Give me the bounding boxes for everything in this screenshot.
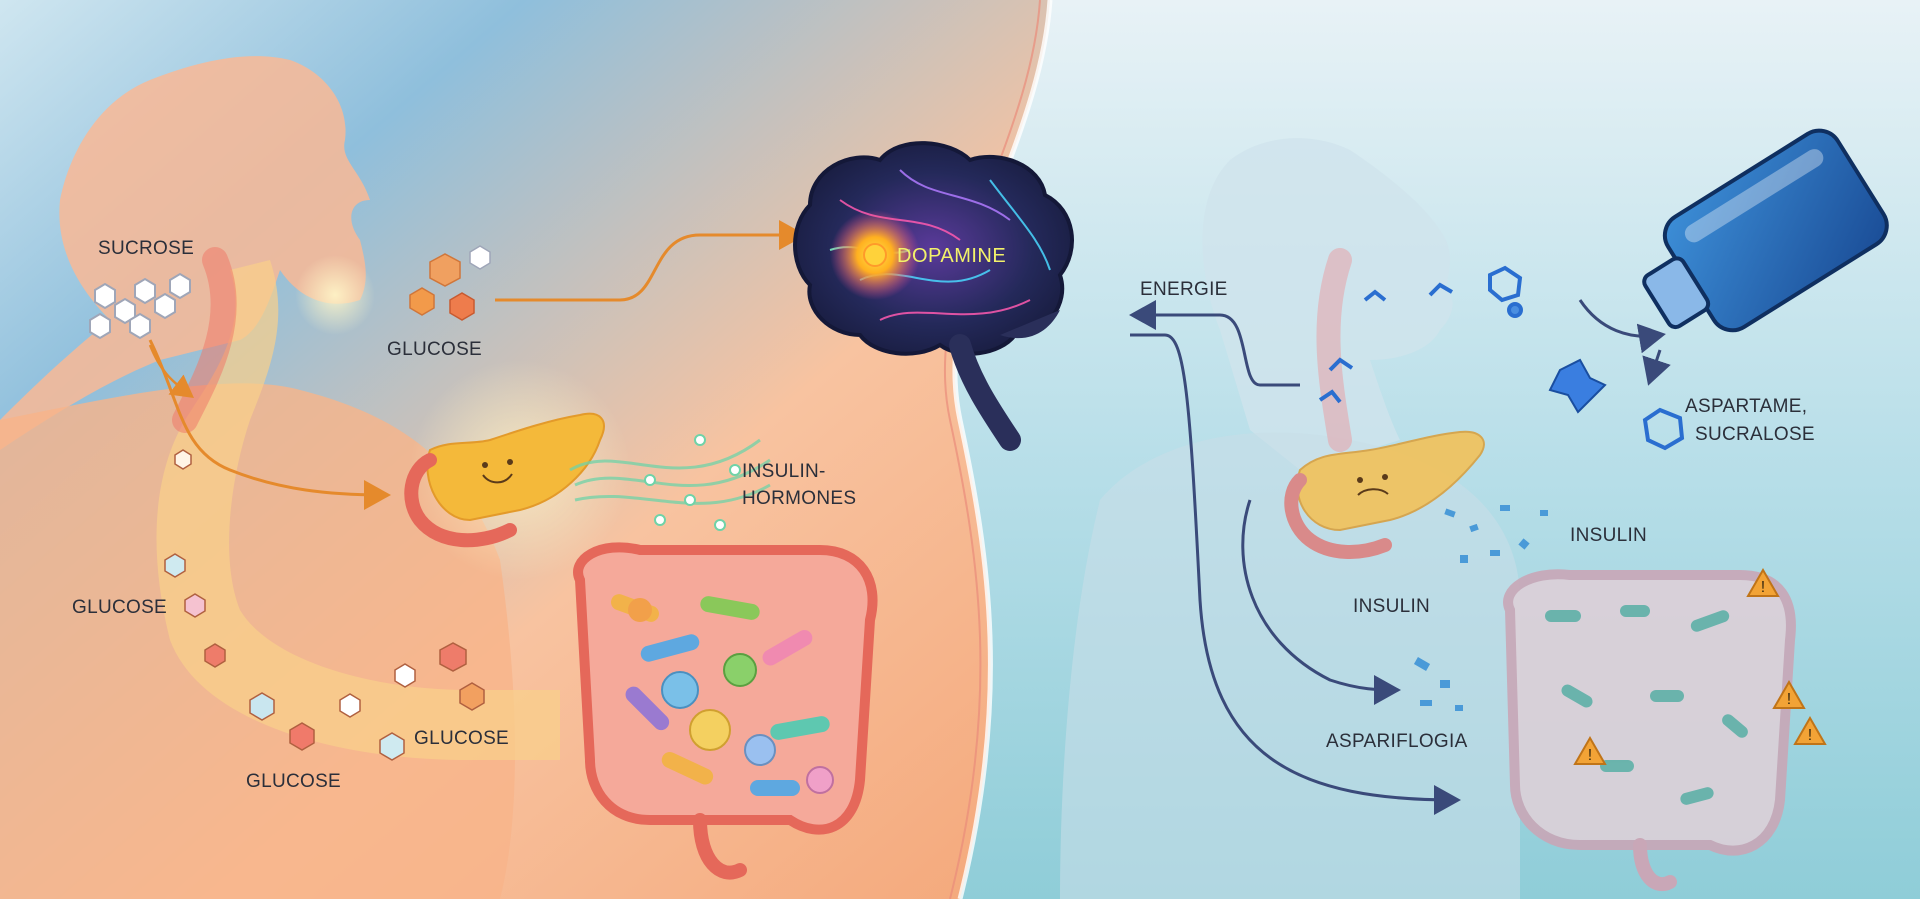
- panel-divider: [952, 0, 1053, 899]
- sweetener-bottle-icon: [1642, 128, 1889, 333]
- duodenum-left: [404, 453, 517, 548]
- right-body-silhouette: [1060, 432, 1520, 899]
- bottle-to-molecule-arrow: [1578, 299, 1666, 354]
- label-asparflogia: ASPARIFLOGIA: [1326, 731, 1468, 752]
- insulin-hormone-particles: [644, 434, 741, 531]
- glucose-cubes-mouth: [409, 245, 491, 321]
- throat-right: [1316, 248, 1352, 452]
- insulin-fragments: [1413, 505, 1548, 711]
- bottle-down-arrow: [1642, 349, 1671, 386]
- happy-face-icon: [482, 459, 513, 484]
- glucose-to-brain-arrow: [495, 220, 806, 302]
- label-sucrose: SUCROSE: [98, 238, 194, 259]
- throat: [172, 247, 237, 433]
- gut-bacteria-unhealthy: [1545, 605, 1748, 805]
- svg-text:!: !: [1787, 691, 1791, 708]
- sucrose-crystals: [89, 272, 191, 340]
- warning-triangle-icon: !: [1573, 735, 1607, 765]
- label-insulin-right: INSULIN: [1570, 525, 1647, 546]
- label-dopamine: DOPAMINE: [897, 245, 1006, 267]
- brain-to-gut-arrow: [1130, 333, 1461, 815]
- pancreas-happy: [426, 412, 605, 522]
- insulin-hormone-waves: [569, 438, 771, 505]
- warning-triangle-icon: !: [1793, 715, 1827, 745]
- sad-face-icon: [1357, 474, 1389, 496]
- label-energie: ENERGIE: [1140, 279, 1228, 300]
- mouth-glow: [295, 255, 375, 335]
- left-head-silhouette: [0, 56, 370, 450]
- gut-right: [1503, 569, 1796, 892]
- label-glucose-bottom: GLUCOSE: [246, 771, 341, 792]
- label-glucose-gut: GLUCOSE: [414, 728, 509, 749]
- label-sucralose: SUCRALOSE: [1695, 424, 1815, 445]
- dopamine-icon: [863, 243, 887, 267]
- svg-text:!: !: [1808, 727, 1812, 744]
- panel-divider-accent: [943, 0, 1041, 899]
- sweetener-molecules-right: [1548, 358, 1685, 451]
- label-insulin-mid: INSULIN: [1353, 596, 1430, 617]
- sweetener-molecules-mouth: [1318, 265, 1523, 404]
- digestive-tract: [156, 260, 561, 760]
- svg-text:!: !: [1588, 747, 1592, 764]
- gut-bacteria-happy: [611, 594, 834, 796]
- warning-triangle-icon: !: [1772, 679, 1806, 709]
- duodenum-right: [1284, 473, 1392, 559]
- glucose-cubes-tract: [164, 449, 485, 761]
- label-insulin-hormones-2: HORMONES: [742, 488, 856, 509]
- svg-text:!: !: [1761, 579, 1765, 596]
- label-aspartame: ASPARTAME,: [1685, 396, 1807, 417]
- label-insulin-hormones-1: INSULIN-: [742, 461, 826, 482]
- label-glucose-left: GLUCOSE: [72, 597, 167, 618]
- insulin-to-gut-arrow: [1241, 499, 1401, 705]
- warning-triangle-icon: !: [1746, 567, 1780, 597]
- sugar-down-arrow: [148, 344, 194, 399]
- energie-arrow: [1129, 300, 1300, 387]
- label-glucose-mouth: GLUCOSE: [387, 339, 482, 360]
- pancreas-sad: [1296, 430, 1485, 532]
